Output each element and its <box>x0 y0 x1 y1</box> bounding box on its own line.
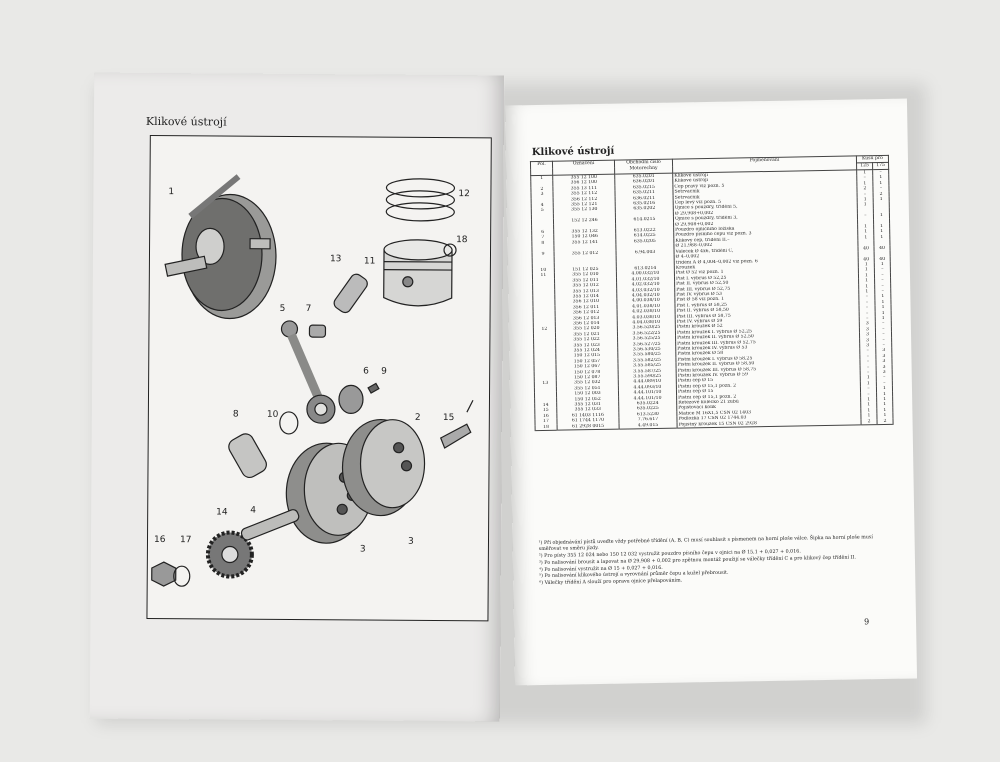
callout-9: 9 <box>381 367 387 377</box>
connecting-rod-illustration <box>280 320 336 424</box>
kusu-125-cell: 2 <box>860 418 878 425</box>
parts-table: Pol. Označení Obchodní číslo Motorechny … <box>530 155 894 431</box>
header-pol: Pol. <box>530 161 553 176</box>
callout-1: 1 <box>168 187 174 197</box>
oznaceni-cell: 61 2928 0015 <box>557 423 620 431</box>
piston-pin-illustration <box>333 273 368 314</box>
flywheels-illustration <box>285 418 426 544</box>
callout-16: 16 <box>154 535 166 545</box>
kusu-175-cell: 2 <box>876 418 894 425</box>
header-oznaceni: Označení <box>552 160 615 176</box>
callout-3b: 3 <box>408 537 414 547</box>
pol-cell: 18 <box>535 424 558 431</box>
callout-7: 7 <box>306 304 312 314</box>
callout-2: 2 <box>415 413 421 423</box>
callout-12: 12 <box>458 189 470 199</box>
callout-4: 4 <box>250 506 256 516</box>
callout-6: 6 <box>363 366 369 376</box>
crankshaft-illustration <box>164 174 277 320</box>
callout-8: 8 <box>233 410 239 420</box>
callout-10: 10 <box>267 410 279 420</box>
sprocket-illustration <box>205 530 254 579</box>
callout-14: 14 <box>216 507 228 517</box>
left-page: Klikové ústrojí <box>89 72 505 722</box>
header-obchodni-cislo: Obchodní číslo Motorechny <box>614 159 673 175</box>
callout-18: 18 <box>456 235 468 245</box>
callout-17: 17 <box>180 535 192 545</box>
right-page: Klikové ústrojí Pol. Označení Obchodní č… <box>504 98 918 686</box>
right-page-title: Klikové ústrojí <box>531 145 615 159</box>
piston-rings-illustration <box>385 178 456 222</box>
obchodni-cell: 4.49.015 <box>619 422 678 430</box>
callout-3a: 3 <box>360 544 366 554</box>
callout-13: 13 <box>330 254 342 264</box>
page-number: 9 <box>863 617 870 627</box>
callout-5: 5 <box>280 304 286 314</box>
piston-illustration <box>383 239 453 307</box>
left-page-title: Klikové ústrojí <box>145 114 227 129</box>
crank-assembly-drawing: 1 12 18 13 11 5 7 6 9 8 10 2 15 14 4 3 3… <box>151 174 474 587</box>
callout-15: 15 <box>443 413 455 423</box>
footnotes: ¹) Při objednávání pístů uveďte vždy pot… <box>539 535 896 588</box>
callout-11: 11 <box>364 256 376 266</box>
exploded-diagram: 1 12 18 13 11 5 7 6 9 8 10 2 15 14 4 3 3… <box>146 134 492 622</box>
